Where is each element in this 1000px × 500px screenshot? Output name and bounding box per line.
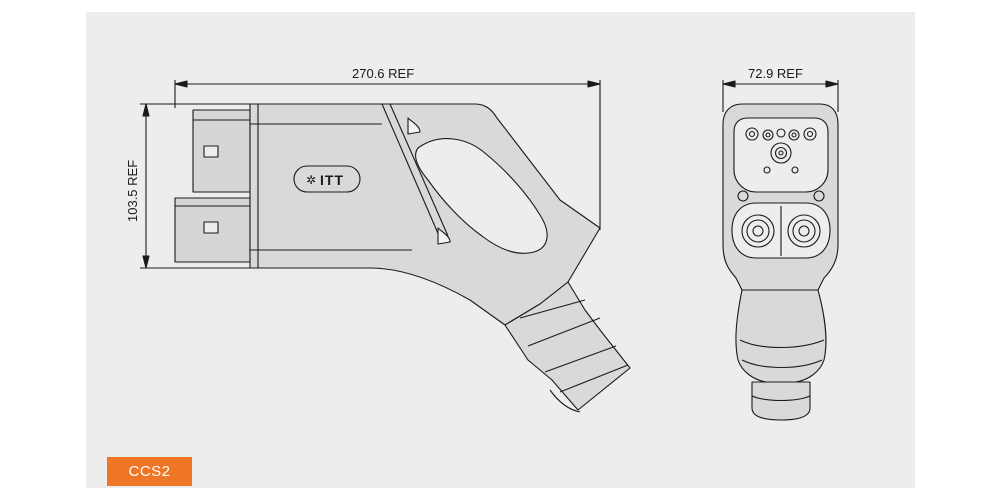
upper-plug-nose [192,109,251,193]
logo-text: ITT [320,172,344,188]
handle-opening [415,138,548,254]
front-width-dimension [722,80,839,112]
height-label: 103.5 REF [125,160,140,222]
product-badge: CCS2 [107,457,192,486]
dc-pin-right [787,214,821,248]
front-handle [735,289,827,383]
side-view: ✲ ITT 270.6 REF 103.5 REF [125,66,631,413]
logo-badge [293,165,361,193]
dc-pin-left [741,214,775,248]
connector-body [249,103,601,326]
front-view: 72.9 REF [722,66,839,421]
width-dimension [174,80,601,230]
logo-symbol-icon: ✲ [306,173,316,187]
front-width-label: 72.9 REF [748,66,803,81]
height-dimension [140,103,250,269]
width-label: 270.6 REF [352,66,414,81]
